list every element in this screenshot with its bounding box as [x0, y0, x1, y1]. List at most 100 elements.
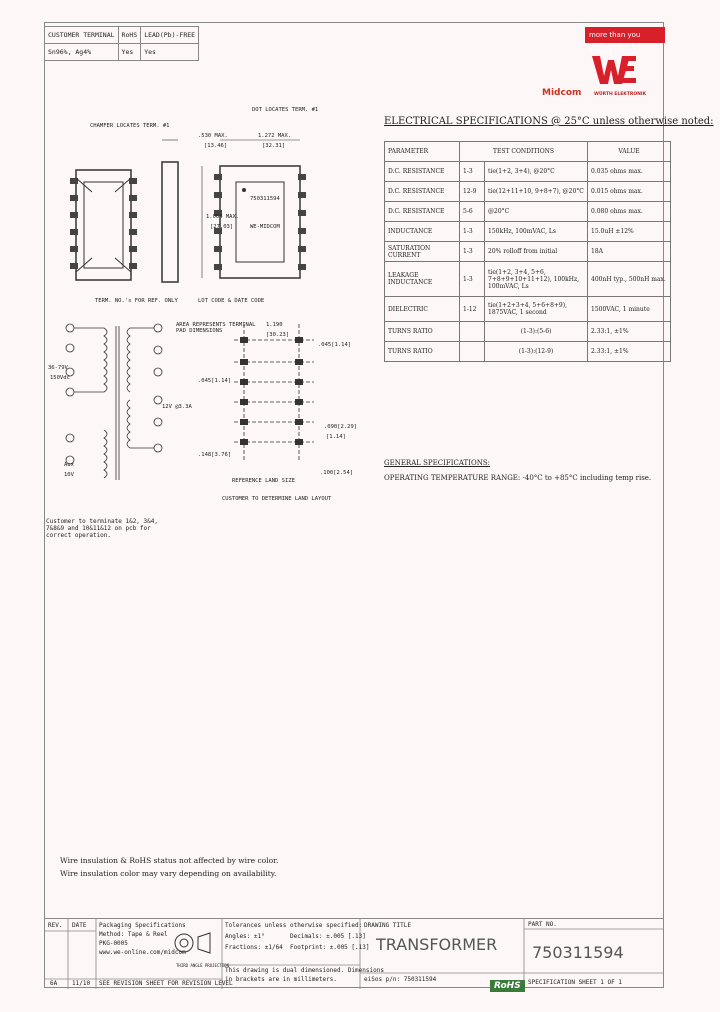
table-cell: (1-3):(12-9) — [484, 341, 588, 362]
wire-note-2: Wire insulation color may vary depending… — [60, 869, 277, 878]
sheet-label: SPECIFICATION SHEET 1 OF 1 — [528, 979, 622, 986]
dot-label: DOT LOCATES TERM. #1 — [252, 107, 319, 113]
table-row: D.C. RESISTANCE 5-6 @20°C 0.080 ohms max… — [384, 201, 671, 222]
dim-length-mm: [32.31] — [262, 143, 286, 149]
term-note: TERM. NO.'s FOR REF. ONLY — [95, 298, 178, 304]
tagline-banner: more than you expect — [585, 27, 665, 55]
table-cell: TURNS RATIO — [384, 341, 460, 362]
table-cell: tie(12+11+10, 9+8+7), @20°C — [484, 181, 588, 202]
dim-height-mm: [27.03] — [210, 224, 234, 230]
table-cell: 150kHz, 100mVAC, Ls — [484, 221, 588, 242]
aux-voltage: 10V — [64, 472, 74, 478]
dim-width: .530 MAX. — [198, 133, 228, 139]
chamfer-label: CHAMFER LOCATES TERM. #1 — [90, 123, 170, 129]
we-logo-icon — [592, 56, 636, 84]
table-row: D.C. RESISTANCE 1-3 tie(1+2, 3+4), @20°C… — [384, 161, 671, 182]
table-cell: (1-3):(5-6) — [484, 321, 588, 342]
table-cell: @20°C — [484, 201, 588, 222]
table-cell: 400nH typ., 500nH max. — [587, 261, 671, 297]
table-row: Sn96%, Ag4% Yes Yes — [44, 43, 200, 61]
file-ref: eiSos p/n: 750311594 — [364, 976, 437, 983]
table-cell: DIELECTRIC — [384, 296, 460, 322]
table-cell: LEAD(Pb)-FREE — [140, 26, 200, 44]
table-cell — [459, 341, 485, 362]
part-number: 750311594 — [532, 943, 624, 962]
drawing-title: TRANSFORMER — [376, 935, 498, 954]
land-layout-note: CUSTOMER TO DETERMINE LAND LAYOUT — [222, 496, 332, 502]
general-spec-line: OPERATING TEMPERATURE RANGE: -40°C to +8… — [384, 474, 652, 482]
table-row: DIELECTRIC 1-12 tie(1+2+3+4, 5+6+8+9), 1… — [384, 296, 671, 322]
table-cell: 0.035 ohms max. — [587, 161, 671, 182]
table-cell: CUSTOMER TERMINAL — [44, 26, 119, 44]
wire-note-1: Wire insulation & RoHS status not affect… — [60, 856, 279, 865]
table-header: TEST CONDITIONS — [459, 141, 588, 162]
dims-note-1: This drawing is dual dimensioned. Dimens… — [225, 967, 384, 974]
dim-land-1: 1.190 — [266, 322, 283, 328]
brand-mark: WE-MIDCOM — [250, 224, 280, 230]
revision-note: SEE REVISION SHEET FOR REVISION LEVEL — [99, 980, 233, 987]
title-block-grid — [44, 919, 664, 989]
dim-land-5: .148[3.76] — [198, 452, 232, 458]
table-cell: 2.33:1, ±1% — [587, 341, 671, 362]
table-cell: D.C. RESISTANCE — [384, 201, 460, 222]
table-cell: 12-9 — [459, 181, 485, 202]
table-row: TURNS RATIO (1-3):(5-6) 2.33:1, ±1% — [384, 321, 671, 342]
website: www.we-online.com/midcom — [99, 949, 186, 956]
dim-land-3: .045[1.14] — [198, 378, 232, 384]
ref-land-label: REFERENCE LAND SIZE — [232, 478, 295, 484]
table-cell: 1-3 — [459, 161, 485, 182]
area-note: AREA REPRESENTS TERMINAL PAD DIMENSIONS — [176, 322, 256, 334]
table-cell: RoHS — [117, 26, 142, 44]
table-cell: 2.33:1, ±1% — [587, 321, 671, 342]
table-header: VALUE — [587, 141, 671, 162]
tolerance-decimals: Decimals: ±.005 [.13] — [290, 933, 366, 940]
drawing-frame — [44, 22, 664, 988]
table-row: TURNS RATIO (1-3):(12-9) 2.33:1, ±1% — [384, 341, 671, 362]
packaging-line-2: Method: Tape & Reel — [99, 931, 168, 938]
table-cell: 1-3 — [459, 241, 485, 262]
table-cell — [459, 321, 485, 342]
table-cell: 1-3 — [459, 261, 485, 297]
table-header: PARAMETER — [384, 141, 460, 162]
table-cell: 18A — [587, 241, 671, 262]
lot-note: LOT CODE & DATE CODE — [198, 298, 265, 304]
table-header-row: PARAMETER TEST CONDITIONS VALUE — [384, 141, 671, 162]
table-row: SATURATION CURRENT 1-3 20% rolloff from … — [384, 241, 671, 262]
drawing-title-label: DRAWING TITLE — [364, 922, 411, 929]
table-cell: LEAKAGE INDUCTANCE — [384, 261, 460, 297]
tolerance-fractions: Fractions: ±1/64 — [225, 944, 283, 951]
dim-length: 1.272 MAX. — [258, 133, 292, 139]
dim-land-4: .090[2.29] — [324, 424, 358, 430]
rev-label: REV. — [48, 922, 63, 929]
table-cell: tie(1+2+3+4, 5+6+8+9), 1875VAC, 1 second — [484, 296, 588, 322]
table-cell: 0.015 ohms max. — [587, 181, 671, 202]
voltage-input: 36-79V — [48, 365, 68, 371]
date-value: 11/10 — [72, 980, 91, 987]
dim-height: 1.064 MAX. — [206, 214, 240, 220]
title-block: REV. DATE 6A 11/10 Packaging Specificati… — [44, 918, 664, 992]
dim-land-1-mm: [30.23] — [266, 332, 290, 338]
table-cell: 0.080 ohms max. — [587, 201, 671, 222]
packaging-line-3: PKG-0005 — [99, 940, 128, 947]
dim-land-6: .100[2.54] — [320, 470, 354, 476]
table-cell: 20% rolloff from initial — [484, 241, 588, 262]
tolerance-angles: Angles: ±1° — [225, 933, 265, 940]
table-cell: 1-3 — [459, 221, 485, 242]
aux-label: Aux — [64, 462, 74, 468]
table-cell: Yes — [117, 43, 142, 61]
table-cell: tie(1+2, 3+4), @20°C — [484, 161, 588, 182]
general-spec-title: GENERAL SPECIFICATIONS: — [384, 459, 490, 467]
table-row: LEAKAGE INDUCTANCE 1-3 tie(1+2, 3+4, 5+6… — [384, 261, 671, 297]
table-cell: tie(1+2, 3+4, 5+6, 7+8+9+10+11+12), 100k… — [484, 261, 588, 297]
table-cell: Sn96%, Ag4% — [44, 43, 119, 61]
table-row: D.C. RESISTANCE 12-9 tie(12+11+10, 9+8+7… — [384, 181, 671, 202]
table-cell: INDUCTANCE — [384, 221, 460, 242]
header-table: CUSTOMER TERMINAL RoHS LEAD(Pb)-FREE Sn9… — [44, 26, 200, 61]
packaging-line-1: Packaging Specifications — [99, 922, 186, 929]
dim-land-4-mm: [1.14] — [326, 434, 346, 440]
rohs-badge: RoHS — [490, 973, 525, 992]
table-cell: Yes — [140, 43, 200, 61]
termination-note: Customer to terminate 1&2, 3&4, 7&8&9 an… — [46, 518, 158, 539]
table-cell: SATURATION CURRENT — [384, 241, 460, 262]
part-mark: 750311594 — [250, 196, 280, 202]
